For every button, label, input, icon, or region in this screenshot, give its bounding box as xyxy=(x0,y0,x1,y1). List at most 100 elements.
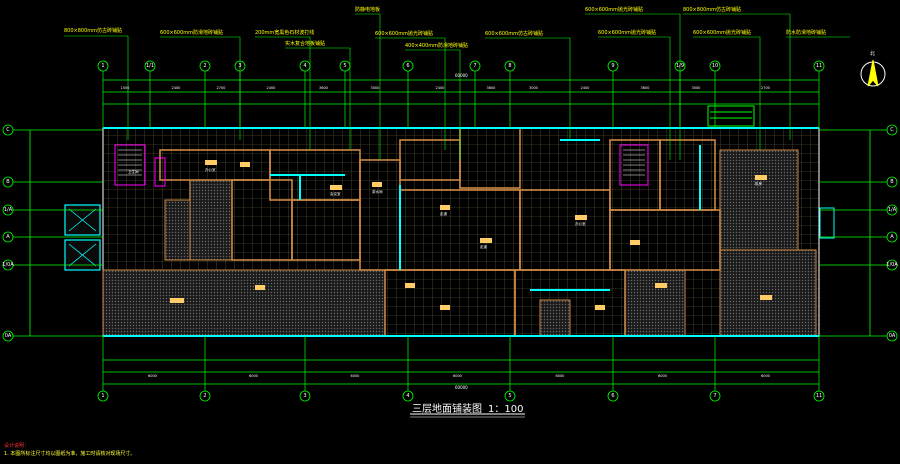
axis-label-top: 1 xyxy=(101,63,105,69)
axis-label-top: 10 xyxy=(711,63,719,69)
dimension-label-bottom: 6000 xyxy=(148,374,157,378)
room-label: 走道 xyxy=(440,212,447,216)
axis-label-top: 1/9 xyxy=(675,63,685,69)
hatched-area-center xyxy=(539,299,571,337)
axis-bubbles-side xyxy=(2,124,898,342)
axis-bubbles-bottom xyxy=(97,390,825,402)
axis-label-left: 1/0A xyxy=(2,262,14,268)
callout-label: 600×600mm抛光砖铺贴 xyxy=(375,31,434,37)
dimension-label-bottom: 6000 xyxy=(453,374,462,378)
dimension-label-top: 1500 xyxy=(120,86,130,90)
dimension-label-bottom: 6000 xyxy=(350,374,360,378)
dimension-label-top: 2700 xyxy=(761,86,770,90)
room-label: 茶水间 xyxy=(372,190,383,194)
north-arrow-icon xyxy=(860,59,886,87)
notes-heading: 设计说明： xyxy=(4,443,30,449)
axis-label-top: 3 xyxy=(238,63,242,69)
callout-label: 防水防滑地砖铺贴 xyxy=(786,30,827,36)
axis-label-top: 1/1 xyxy=(145,63,155,69)
axis-label-top: 11 xyxy=(815,63,823,69)
axis-label-bottom: 1 xyxy=(101,393,105,399)
dimension-label-top: 2400 xyxy=(266,86,276,90)
dimension-label-top: 3600 xyxy=(486,86,496,90)
hatched-area-right xyxy=(719,149,799,251)
stair-treads xyxy=(118,149,645,176)
dimension-label-top: 2400 xyxy=(171,86,181,90)
dimension-label-bottom: 6000 xyxy=(658,374,667,378)
axis-label-bottom: 7 xyxy=(713,393,717,399)
dimension-label-bottom: 6000 xyxy=(555,374,565,378)
hatched-area-lower xyxy=(624,269,686,337)
notes-line: 1. 本图所标注尺寸均以图纸为准，施工时请核对现场尺寸。 xyxy=(4,451,136,457)
room-label: 办公室 xyxy=(575,222,586,226)
axis-ticks xyxy=(102,70,820,392)
axis-label-top: 5 xyxy=(343,63,347,69)
axis-label-left: A xyxy=(6,234,10,240)
dimension-label-top: 3000 xyxy=(529,86,538,90)
callout-label: 200mm宽黑色石材波打线 xyxy=(255,30,315,36)
axis-label-top: 4 xyxy=(303,63,307,69)
dimension-label-bottom: 6000 xyxy=(761,374,770,378)
callout-label: 800×800mm仿古砖铺贴 xyxy=(683,7,742,13)
callout-label: 600×600mm抛光砖铺贴 xyxy=(598,30,657,36)
callout-leaders xyxy=(64,13,850,160)
axis-label-right: B xyxy=(890,179,894,185)
hatched-area-right-lower xyxy=(719,249,817,337)
cyan-walls xyxy=(103,127,819,337)
callout-label: 600×600mm防滑地砖铺贴 xyxy=(160,30,224,36)
dimension-label-top: 3600 xyxy=(640,86,650,90)
room-tags xyxy=(170,160,772,310)
room-label: 卫生间 xyxy=(128,170,139,174)
dimension-label-top: 2700 xyxy=(216,86,226,90)
drawing-title-block: 三层地面铺装图 1：100 xyxy=(412,400,524,428)
hatched-area-lower-left xyxy=(102,269,386,337)
drawing-title: 三层地面铺装图 xyxy=(412,404,482,415)
axis-label-right: 1/0A xyxy=(886,262,898,268)
overall-dimension-bottom: 60000 xyxy=(455,385,468,390)
room-label: 机房 xyxy=(755,182,762,186)
axis-label-right: 1/A xyxy=(887,207,897,213)
dimension-label-top: 3000 xyxy=(370,86,380,90)
axis-label-top: 2 xyxy=(203,63,207,69)
room-label: 走道 xyxy=(480,245,487,249)
axis-label-bottom: 11 xyxy=(815,393,823,399)
axis-label-top: 9 xyxy=(611,63,615,69)
north-label: 北 xyxy=(870,51,876,57)
stair-green xyxy=(707,105,755,127)
callout-label: 400×400mm防滑地砖铺贴 xyxy=(405,43,469,49)
hatched-area-left xyxy=(164,199,191,261)
dimension-label-bottom: 6000 xyxy=(249,374,258,378)
axis-label-top: 6 xyxy=(406,63,410,69)
callout-label: 600×600mm抛光砖铺贴 xyxy=(585,7,644,13)
dimension-label-top: 3000 xyxy=(691,86,701,90)
axis-label-left: C xyxy=(6,127,10,133)
axis-label-bottom: 2 xyxy=(203,393,207,399)
axis-label-right: C xyxy=(890,127,894,133)
callout-label: 防静电地板 xyxy=(355,7,381,13)
overall-dimension: 60000 xyxy=(455,73,468,78)
hatched-area-mid xyxy=(189,179,233,261)
axis-label-bottom: 3 xyxy=(303,393,307,399)
axis-label-bottom: 4 xyxy=(406,393,410,399)
axis-label-top: 7 xyxy=(473,63,477,69)
dimension-label-top: 2400 xyxy=(435,86,445,90)
axis-label-bottom: 6 xyxy=(611,393,615,399)
axis-label-left: B xyxy=(6,179,10,185)
axis-label-top: 8 xyxy=(508,63,512,69)
axis-label-right: 0A xyxy=(888,333,896,339)
dimension-label-top: 3600 xyxy=(319,86,328,90)
design-notes: 设计说明： 1. 本图所标注尺寸均以图纸为准，施工时请核对现场尺寸。 xyxy=(4,442,135,458)
axis-label-left: 0A xyxy=(4,333,12,339)
callout-label: 600×600mm仿古砖铺贴 xyxy=(485,31,544,37)
room-label: 会议室 xyxy=(330,192,341,196)
axis-label-right: A xyxy=(890,234,894,240)
elevator-shafts xyxy=(64,204,101,271)
drawing-scale: 1：100 xyxy=(488,404,524,415)
dimension-chains xyxy=(29,79,871,385)
dimension-label-top: 2400 xyxy=(580,86,590,90)
room-label: 办公室 xyxy=(205,168,216,172)
stair-elements xyxy=(114,144,649,187)
callout-label: 800×800mm仿古砖铺贴 xyxy=(64,28,123,34)
axis-label-left: 1/A xyxy=(3,207,13,213)
